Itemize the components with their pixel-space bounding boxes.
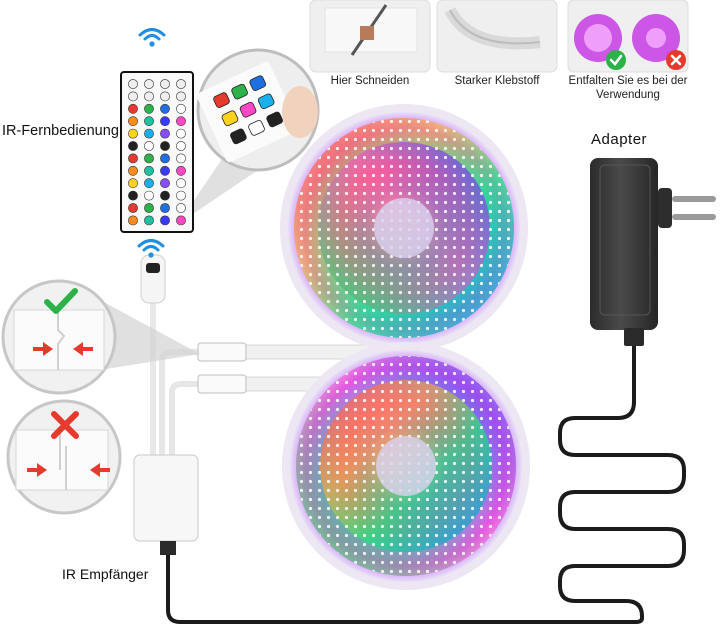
bad-connection-inset: [6, 399, 122, 515]
remote-closeup-button: [231, 83, 248, 100]
remote-button: [176, 153, 186, 164]
remote-button: [160, 203, 170, 213]
caption-unfold: Entfalten Sie es bei der Verwendung: [568, 75, 688, 102]
remote-closeup: [196, 48, 320, 172]
check-mark-icon: [44, 288, 78, 314]
remote-button: [128, 203, 138, 213]
white-cable-branch-1: [159, 349, 200, 460]
remote-button: [144, 91, 154, 102]
remote-button: [144, 215, 154, 226]
remote-button: [144, 190, 154, 201]
arrow-icon: [73, 342, 93, 356]
remote-button: [128, 141, 138, 151]
wifi-signal-icon: [138, 28, 166, 47]
remote-button: [160, 165, 170, 176]
good-connection-inset: [1, 279, 117, 395]
thumb-unfold: [567, 0, 689, 73]
remote-button: [176, 190, 186, 201]
ir-receiver-box: [133, 454, 199, 555]
remote-closeup-button: [266, 111, 283, 128]
remote-button: [176, 203, 186, 213]
remote-closeup-button: [230, 128, 247, 145]
remote-button: [128, 165, 138, 176]
white-cable-branch-2: [169, 381, 200, 460]
strip-connector-2: [197, 374, 247, 394]
adapter-label: Adapter: [591, 131, 648, 148]
arrow-icon: [33, 342, 53, 356]
remote-label: IR-Fernbedienung: [2, 123, 119, 139]
led-reel-top: [280, 104, 528, 352]
remote-button: [128, 103, 138, 114]
remote-button: [176, 91, 186, 102]
strip-connector-1: [197, 342, 247, 362]
arrow-icon: [90, 463, 110, 477]
remote-button: [144, 103, 154, 114]
remote-button: [128, 153, 138, 164]
remote-button: [128, 128, 138, 139]
power-cable: [166, 330, 686, 624]
remote-button: [160, 103, 170, 114]
remote-button: [160, 141, 170, 151]
remote-button: [176, 141, 186, 151]
remote-button: [144, 116, 154, 127]
caption-cut: Hier Schneiden: [330, 75, 410, 87]
remote-closeup-button: [213, 92, 230, 108]
thumb-adhesive: [436, 0, 558, 73]
ir-remote: [120, 71, 194, 233]
remote-button: [160, 153, 170, 164]
led-reel-bottom: [282, 342, 530, 590]
ir-sensor: [140, 254, 166, 304]
check-mark-icon: [606, 50, 626, 70]
remote-button: [160, 79, 170, 89]
wifi-signal-icon: [137, 239, 165, 258]
remote-button: [176, 178, 186, 189]
remote-button: [128, 178, 138, 189]
remote-button: [160, 215, 170, 226]
remote-button: [144, 178, 154, 189]
remote-button: [144, 203, 154, 213]
remote-button: [160, 190, 170, 201]
remote-button: [144, 165, 154, 176]
remote-button: [176, 215, 186, 226]
cross-mark-icon: [51, 411, 79, 439]
caption-adhesive: Starker Klebstoff: [454, 75, 540, 87]
receiver-label: IR Empfänger: [62, 566, 149, 582]
remote-button: [176, 128, 186, 139]
remote-button: [176, 116, 186, 127]
remote-button: [160, 91, 170, 102]
remote-closeup-button: [239, 101, 257, 118]
remote-button: [128, 79, 138, 89]
remote-closeup-button: [221, 110, 239, 127]
zoom-cone-good: [100, 300, 200, 370]
remote-button: [128, 116, 138, 127]
remote-button: [160, 116, 170, 127]
thumb-cut: [309, 0, 431, 73]
remote-button: [160, 128, 170, 139]
remote-button: [176, 79, 186, 89]
remote-button: [144, 79, 154, 89]
remote-button: [144, 141, 154, 151]
remote-button: [144, 153, 154, 164]
remote-button: [144, 128, 154, 139]
remote-closeup-button: [248, 120, 265, 136]
remote-button: [128, 215, 138, 226]
remote-closeup-button: [249, 75, 267, 91]
arrow-icon: [27, 463, 47, 477]
power-adapter: [590, 158, 716, 346]
remote-button: [128, 91, 138, 102]
remote-button: [176, 103, 186, 114]
remote-button: [176, 165, 186, 176]
remote-button: [128, 190, 138, 201]
remote-closeup-button: [257, 93, 275, 110]
remote-button: [160, 178, 170, 189]
cross-mark-icon: [666, 50, 686, 70]
